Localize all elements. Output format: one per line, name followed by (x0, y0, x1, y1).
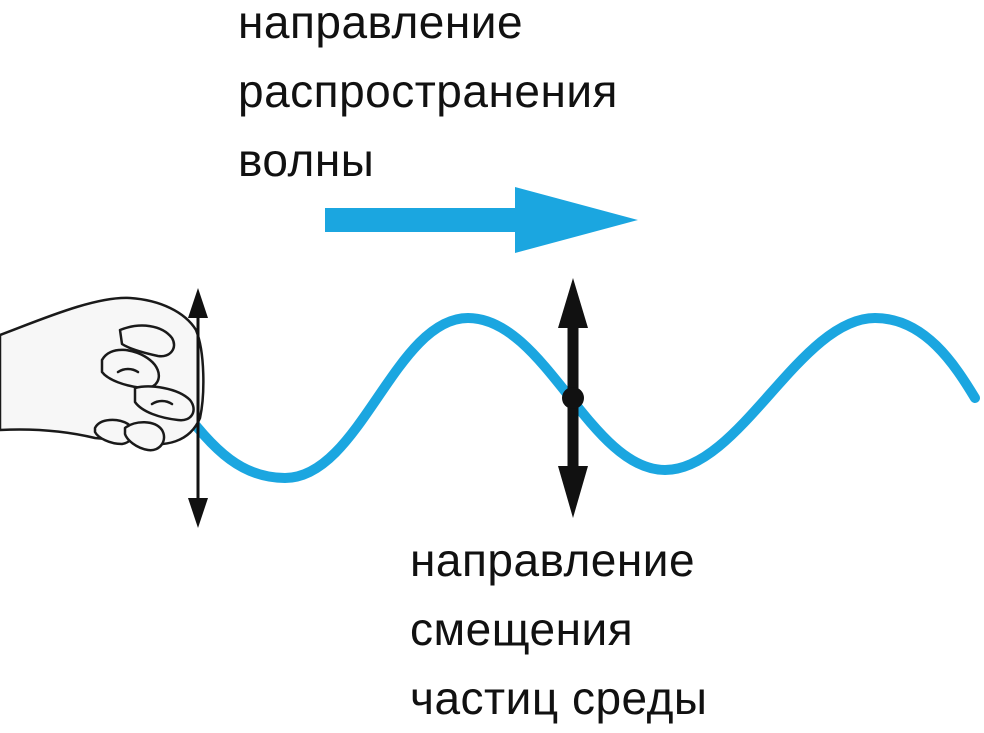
hand-displacement-arrow-icon (188, 288, 208, 528)
propagation-label-line-3: волны (238, 134, 375, 186)
displacement-label-line-3: частиц среды (410, 672, 708, 724)
displacement-label-line-2: смещения (410, 603, 634, 655)
propagation-arrow-icon (325, 187, 638, 253)
displacement-direction-label: направление смещения частиц среды (410, 526, 708, 733)
propagation-direction-label: направление распространения волны (238, 0, 618, 195)
hand-icon (0, 296, 205, 452)
propagation-label-line-2: распространения (238, 65, 618, 117)
particle-dot (562, 387, 584, 409)
displacement-label-line-1: направление (410, 534, 696, 586)
propagation-label-line-1: направление (238, 0, 524, 48)
